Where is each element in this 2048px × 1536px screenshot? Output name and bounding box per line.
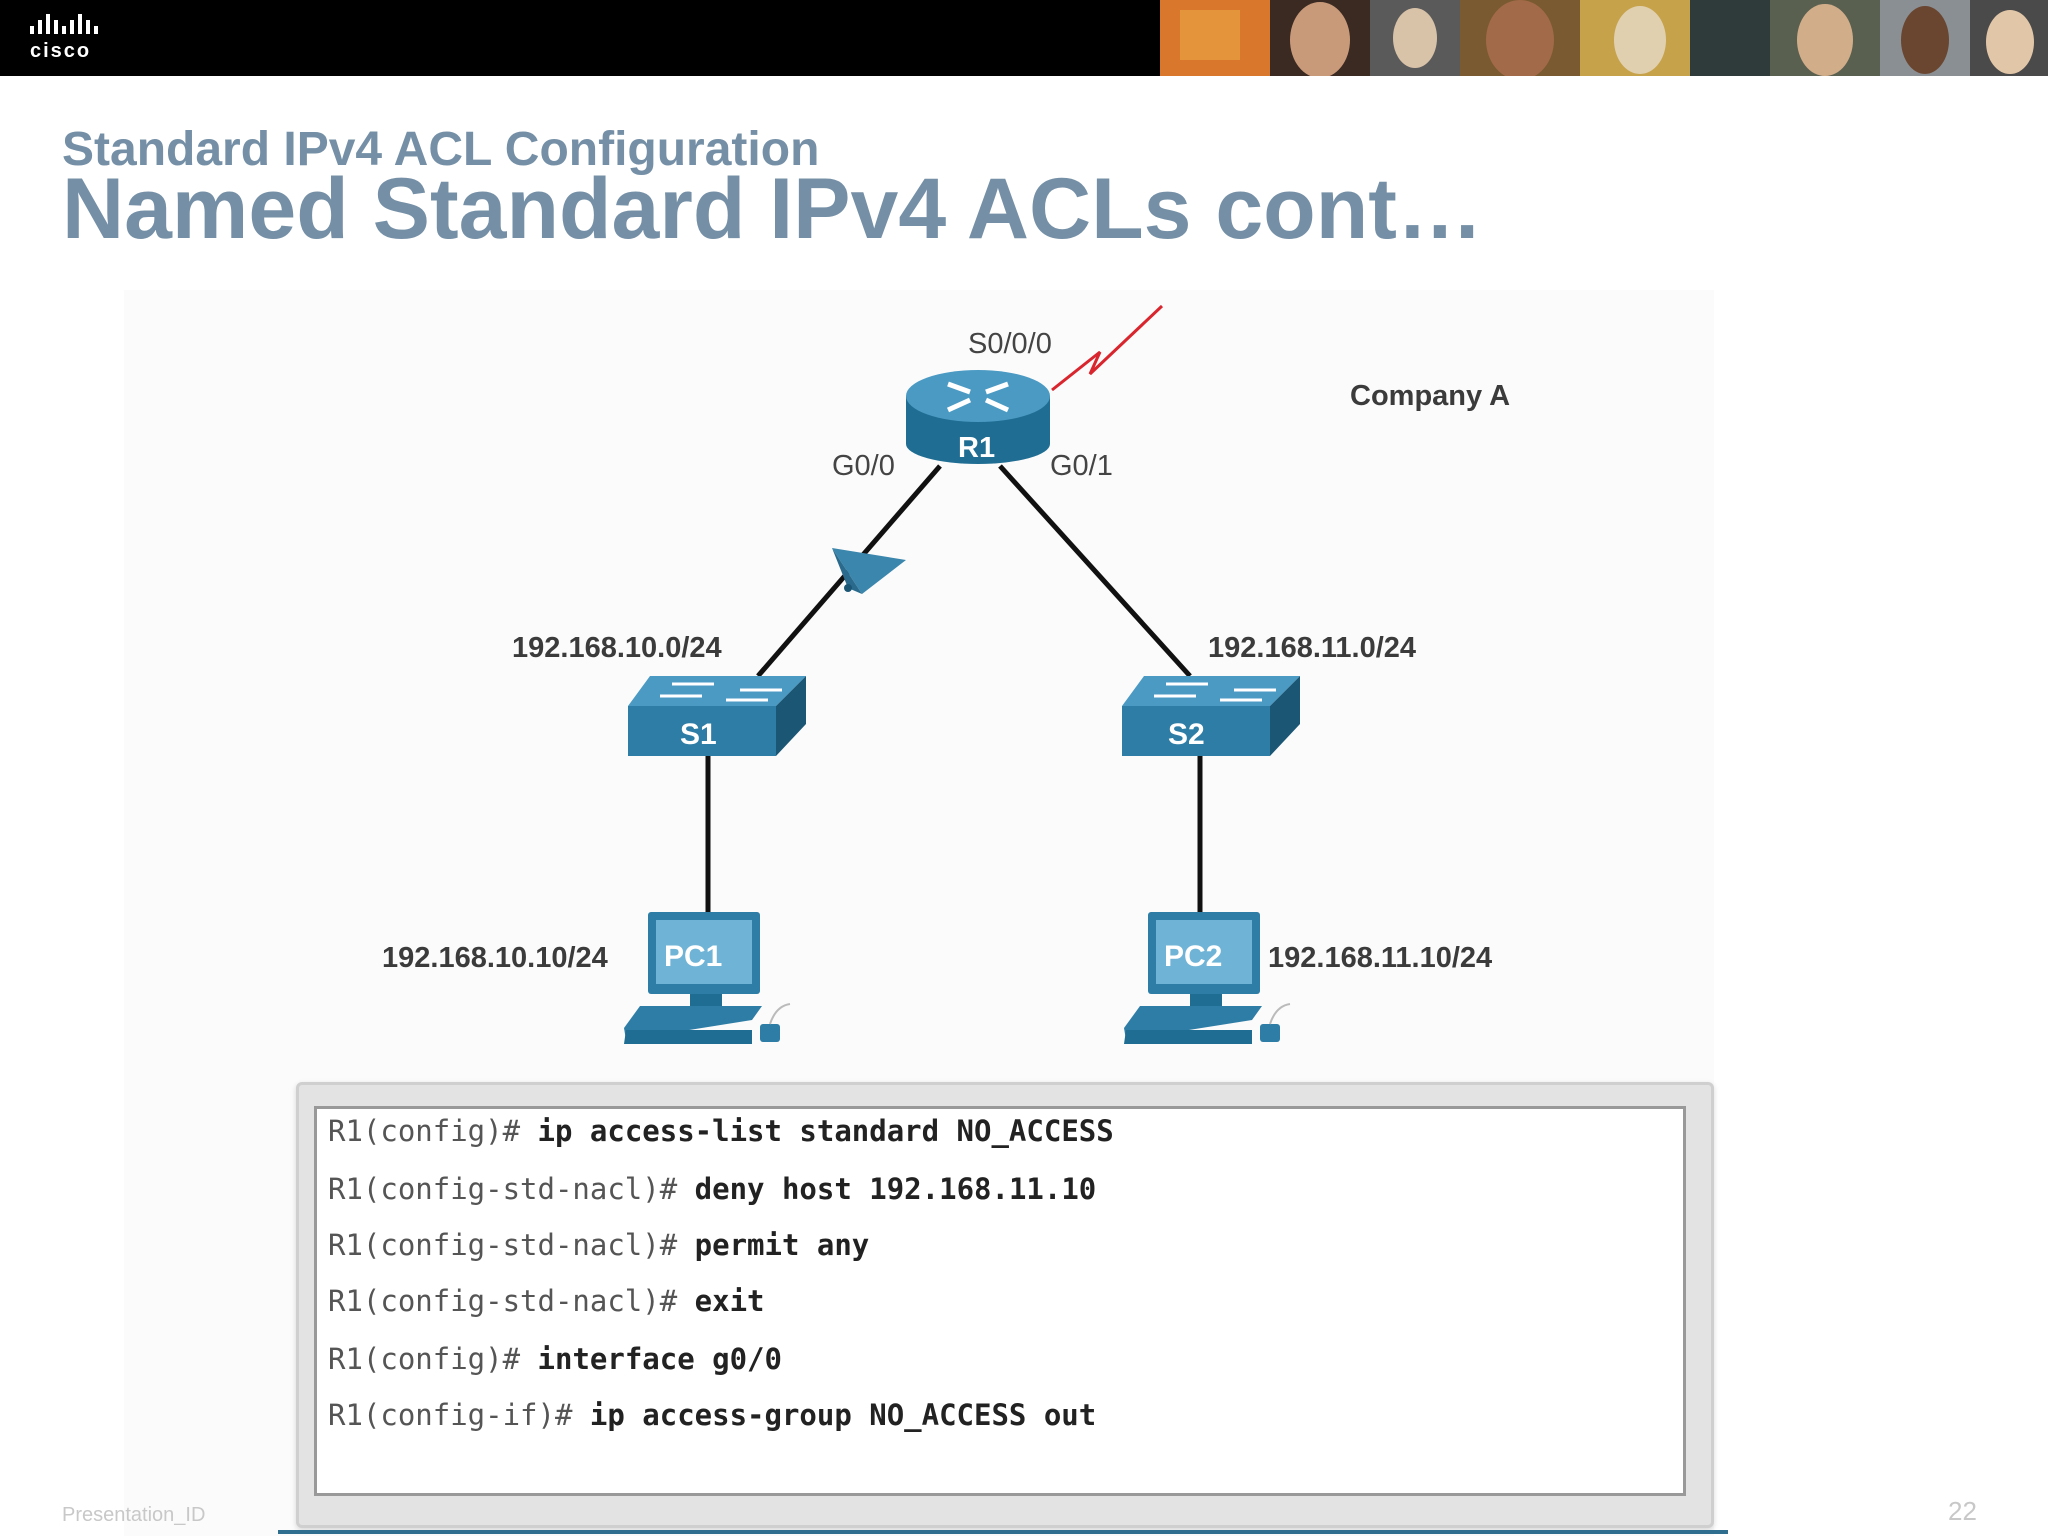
cli-command: exit [694, 1284, 765, 1318]
pc1-ip-label: 192.168.10.10/24 [382, 942, 608, 974]
router-r1-label: R1 [958, 432, 996, 464]
cli-line: R1(config-std-nacl)# deny host 192.168.1… [328, 1172, 1096, 1206]
cli-line: R1(config-if)# ip access-group NO_ACCESS… [328, 1398, 1096, 1432]
company-label: Company A [1350, 380, 1511, 412]
link-r1-s2 [998, 464, 1192, 678]
pc2-ip-label: 192.168.11.10/24 [1268, 942, 1493, 974]
cli-command: permit any [694, 1228, 870, 1262]
left-network-label: 192.168.10.0/24 [512, 632, 722, 664]
cli-prompt: R1(config-std-nacl)# [328, 1284, 678, 1318]
bottom-divider [278, 1530, 1728, 1534]
switch-s2-icon [1122, 676, 1300, 756]
cli-prompt: R1(config-std-nacl)# [328, 1228, 678, 1262]
switch-s2-label: S2 [1168, 718, 1205, 751]
cisco-logo-text: cisco [30, 40, 92, 62]
cli-command: deny host 192.168.11.10 [694, 1172, 1097, 1206]
cisco-logo: cisco [26, 14, 126, 64]
top-banner: cisco [0, 0, 2048, 76]
cli-line: R1(config)# interface g0/0 [328, 1342, 782, 1376]
serial-link-icon [1051, 304, 1164, 392]
cli-prompt: R1(config-if)# [328, 1398, 573, 1432]
cli-command: ip access-group NO_ACCESS out [589, 1398, 1097, 1432]
section-subtitle: Standard IPv4 ACL Configuration [62, 123, 820, 176]
cli-line: R1(config-std-nacl)# exit [328, 1284, 765, 1318]
cli-prompt: R1(config-std-nacl)# [328, 1172, 678, 1206]
cisco-bars-icon [30, 14, 98, 34]
router-r1-icon [906, 370, 1050, 464]
switch-s1-icon [628, 676, 806, 756]
cli-prompt: R1(config)# [328, 1114, 521, 1148]
presentation-id: Presentation_ID [62, 1504, 206, 1526]
pc2-icon [1124, 912, 1291, 1044]
r1-g00-label: G0/0 [832, 450, 895, 482]
cli-command: ip access-list standard NO_ACCESS [537, 1114, 1114, 1148]
page-number: 22 [1948, 1496, 1977, 1526]
photo-strip [1160, 0, 2048, 76]
acl-filter-icon [832, 548, 906, 594]
slide-title: Named Standard IPv4 ACLs cont… [62, 161, 1483, 257]
pc1-icon [624, 912, 791, 1044]
cli-command: interface g0/0 [537, 1342, 782, 1376]
r1-g01-label: G0/1 [1050, 450, 1113, 482]
cli-prompt: R1(config)# [328, 1342, 521, 1376]
r1-serial-interface-label: S0/0/0 [968, 328, 1052, 360]
cli-output [314, 1106, 1686, 1496]
pc2-label: PC2 [1164, 940, 1223, 973]
cli-line: R1(config)# ip access-list standard NO_A… [328, 1114, 1114, 1148]
right-network-label: 192.168.11.0/24 [1208, 632, 1417, 664]
switch-s1-label: S1 [680, 718, 717, 751]
cli-line: R1(config-std-nacl)# permit any [328, 1228, 869, 1262]
pc1-label: PC1 [664, 940, 723, 973]
